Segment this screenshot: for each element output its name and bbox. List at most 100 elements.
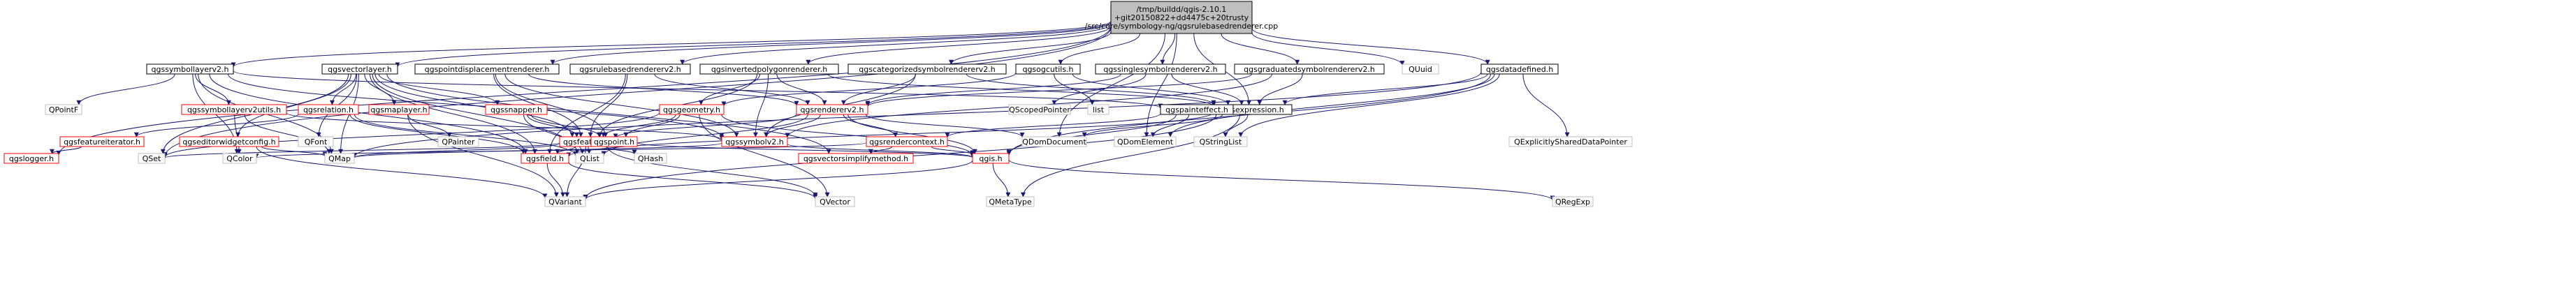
edge-qgsogcutilsh-to-qgsexpressionh (1072, 73, 1231, 105)
node-qgspointh[interactable]: qgspoint.h (590, 136, 638, 147)
node-qfont: QFont (298, 136, 334, 147)
node-qgsrulebasedh[interactable]: qgsrulebasedrendererv2.h (569, 63, 691, 75)
node-qgssingleh[interactable]: qgssinglesymbolrendererv2.h (1095, 63, 1226, 75)
node-qset: QSet (138, 153, 166, 164)
node-box (179, 136, 279, 147)
node-qgssymbollayerv2utilsh[interactable]: qgssymbollayerv2utils.h (181, 104, 287, 115)
edge-qgssingleh-to-qgsexpressionh (1171, 73, 1244, 105)
node-qgsrelationh[interactable]: qgsrelation.h (298, 104, 359, 115)
node-qgsloggerh[interactable]: qgslogger.h (3, 153, 59, 164)
edge-qgssymbollayerv2utilsh-to-qgssymbolv2h (286, 112, 725, 140)
node-qgsfeatureiteratorh[interactable]: qgsfeatureiterator.h (59, 136, 145, 147)
node-qhash: QHash (634, 153, 667, 164)
node-qgssnapperh[interactable]: qgssnapper.h (485, 104, 548, 115)
node-label: qgsexpression.h (1221, 105, 1284, 114)
edge-qgsogcutilsh-to-list (1054, 73, 1095, 105)
edge-qgsfeatureiteratorh-to-qgsloggerh (50, 146, 82, 154)
node-box (324, 153, 355, 164)
edge-qgsfeatureh-to-qset (162, 142, 560, 158)
node-qgspainteffecth[interactable]: qgspainteffect.h (1160, 104, 1234, 115)
node-label: qgssinglesymbolrendererv2.h (1103, 65, 1217, 74)
edge-qgssingleh-to-qscopedpointer (1051, 73, 1147, 105)
node-label: +git20150822+dd4475c+20trusty (1114, 13, 1249, 22)
node-qregexp: QRegExp (1552, 196, 1594, 207)
node-qgsgraduatedh[interactable]: qgsgraduatedsymbolrendererv2.h (1234, 63, 1385, 75)
node-label: QVariant (548, 197, 582, 207)
node-box (1015, 63, 1081, 75)
edge-root-to-qset (162, 27, 1112, 158)
node-box (485, 104, 548, 115)
node-label: qgssymbollayerv2.h (152, 65, 229, 74)
node-qpainter: QPainter (437, 136, 479, 147)
node-box (986, 196, 1035, 207)
nodes-layer: /tmp/buildd/qgis-2.10.1+git20150822+dd44… (3, 1, 1633, 207)
node-box (1160, 104, 1234, 115)
node-box (798, 153, 914, 164)
node-qgsmaplayerh[interactable]: qgsmaplayer.h (368, 104, 430, 115)
node-label: qgslogger.h (9, 154, 54, 163)
edge-qgsrendercontexth-to-qcolor (254, 142, 867, 159)
node-box (866, 136, 948, 147)
node-qgsfieldh[interactable]: qgsfield.h (521, 153, 569, 164)
node-qgsrendercontexth[interactable]: qgsrendercontext.h (866, 136, 948, 147)
edge-qgsgeometryh-to-qgspointh (623, 114, 681, 137)
node-qgsinvertedh[interactable]: qgsinvertedpolygonrenderer.h (699, 63, 839, 75)
node-qgsvectorsimplifyh[interactable]: qgsvectorsimplifymethod.h (798, 153, 914, 164)
node-label: QPainter (442, 137, 475, 147)
node-label: qgseditorwidgetconfig.h (182, 137, 275, 147)
node-box (321, 63, 398, 75)
node-box (298, 104, 359, 115)
node-label: QList (580, 154, 600, 163)
node-label: /tmp/buildd/qgis-2.10.1 (1137, 5, 1227, 14)
node-label: qgsgraduatedsymbolrendererv2.h (1244, 65, 1375, 74)
node-box (1008, 104, 1071, 115)
node-qgscategorizedh[interactable]: qgscategorizedsymbolrendererv2.h (847, 63, 1007, 75)
node-qgseditorwidgetconfigh[interactable]: qgseditorwidgetconfig.h (179, 136, 279, 147)
edge-qgspointdisph-to-qgssymbolv2h (504, 73, 739, 137)
node-qlist: QList (575, 153, 604, 164)
node-qgsgeometryh[interactable]: qgsgeometry.h (659, 104, 725, 115)
node-label: qgspainteffect.h (1165, 105, 1228, 114)
edge-qgsfieldh-to-qvariant (546, 163, 566, 197)
node-box (59, 136, 145, 147)
edge-qgspainteffecth-to-qgish (1006, 114, 1177, 155)
node-qgsrendererv2h[interactable]: qgsrendererv2.h (796, 104, 868, 115)
edge-root-to-quuid (1251, 32, 1405, 66)
edge-qgspainteffecth-to-qdomelement (1150, 114, 1190, 137)
edge-qgssymbollayerv2utilsh-to-qcolor (234, 114, 242, 154)
node-qmap: QMap (324, 153, 355, 164)
edge-root-to-qgsvectorlayerh (395, 21, 1112, 68)
node-root[interactable]: /tmp/buildd/qgis-2.10.1+git20150822+dd44… (1085, 1, 1278, 34)
node-box (521, 153, 569, 164)
node-box (1110, 1, 1253, 34)
node-qgssymbollayerv2h[interactable]: qgssymbollayerv2.h (146, 63, 234, 75)
edge-root-to-qgssingleh (1160, 33, 1176, 65)
node-qgspointdisph[interactable]: qgspointdisplacementrenderer.h (414, 63, 560, 75)
node-quuid: QUuid (1402, 63, 1439, 75)
edge-qgsgeometryh-to-qgish (721, 114, 975, 156)
node-qgish[interactable]: qgis.h (972, 153, 1010, 164)
node-label: qgscategorizedsymbolrendererv2.h (859, 65, 995, 74)
node-label: QDomElement (1117, 137, 1174, 147)
node-label: QHash (638, 154, 663, 163)
node-qgsdatadefinedh[interactable]: qgsdatadefined.h (1480, 63, 1559, 75)
node-box (1234, 63, 1385, 75)
node-box (222, 153, 257, 164)
edge-qgscategorizedh-to-qgsrendererv2h (841, 73, 917, 105)
node-box (1021, 136, 1087, 147)
edge-root-to-qgsrulebasedh (680, 24, 1112, 65)
node-list: list (1087, 104, 1109, 115)
node-qdomdocument: QDomDocument (1021, 136, 1087, 147)
node-qgsogcutilsh[interactable]: qgsogcutils.h (1015, 63, 1081, 75)
node-label: qgssnapper.h (490, 105, 542, 114)
node-qgssymbolv2h[interactable]: qgssymbolv2.h (721, 136, 788, 147)
node-label: QMap (328, 154, 351, 163)
node-box (659, 104, 725, 115)
node-qcolor: QColor (222, 153, 257, 164)
node-qmetatype: QMetaType (986, 196, 1035, 207)
node-label: QColor (226, 154, 253, 163)
node-box (590, 136, 638, 147)
node-qgsvectorlayerh[interactable]: qgsvectorlayer.h (321, 63, 398, 75)
node-qdomelement: QDomElement (1114, 136, 1177, 147)
